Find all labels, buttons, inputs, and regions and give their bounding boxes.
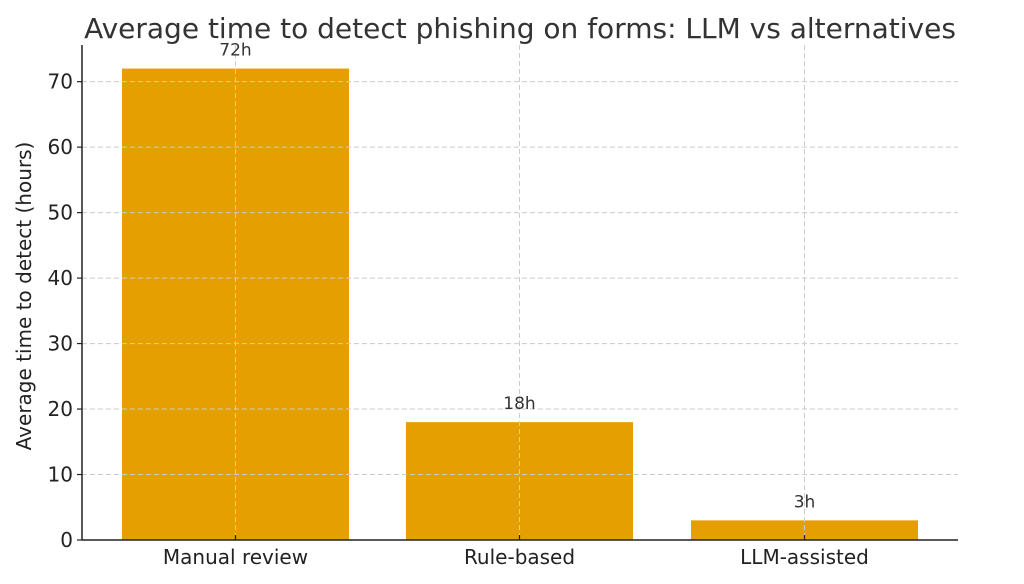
x-tick-label: Rule-based: [464, 545, 575, 569]
y-axis-label: Average time to detect (hours): [12, 142, 36, 451]
x-tick-label: Manual review: [163, 545, 308, 569]
x-tick-label: LLM-assisted: [740, 545, 869, 569]
y-tick-label: 30: [48, 332, 73, 356]
y-tick-label: 60: [48, 135, 73, 159]
y-tick-label: 20: [48, 397, 73, 421]
bar-value-label: 72h: [219, 41, 251, 61]
chart-title: Average time to detect phishing on forms…: [84, 12, 956, 45]
bar-value-label: 18h: [503, 394, 535, 414]
bar-value-label: 3h: [794, 492, 816, 512]
bar-llm-assisted: [691, 520, 918, 540]
y-tick-label: 50: [48, 201, 73, 225]
y-tick-label: 70: [48, 70, 73, 94]
y-tick-label: 0: [60, 528, 73, 552]
y-tick-label: 40: [48, 266, 73, 290]
y-tick-label: 10: [48, 463, 73, 487]
